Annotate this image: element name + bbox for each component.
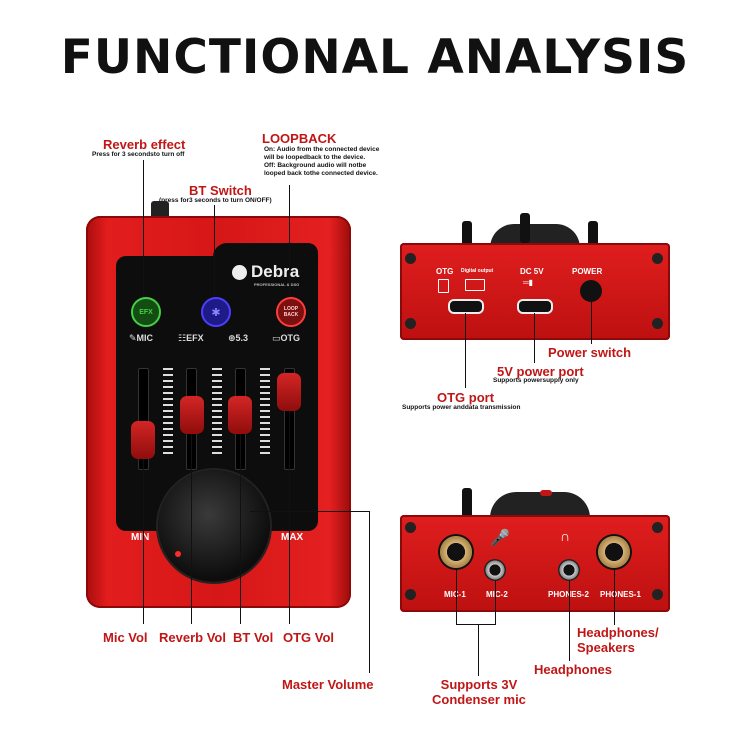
headphones-icon: ∩ — [560, 528, 571, 544]
knob-stem — [462, 488, 472, 518]
master-volume-knob[interactable] — [158, 470, 270, 582]
loopback-button[interactable]: LOOP BACK — [276, 297, 306, 327]
scale-ticks — [212, 368, 222, 458]
plug-icon: ═▮ — [523, 278, 534, 287]
screw-icon — [405, 253, 416, 264]
scale-ticks — [163, 368, 173, 458]
dc-usbc-port[interactable] — [517, 299, 553, 314]
leader-line — [591, 302, 592, 344]
mic-2-label: MIC-2 — [486, 590, 508, 599]
leader-line — [143, 160, 144, 297]
screw-icon — [405, 522, 416, 533]
bt-vol-label: BT Vol — [233, 630, 274, 645]
knob-stem — [462, 221, 472, 247]
channel-efx: ☷EFX — [178, 333, 204, 343]
reverb-vol-label: Reverb Vol — [159, 630, 226, 645]
leader-line — [214, 205, 215, 297]
efx-icon: ☷ — [178, 333, 187, 343]
mic-icon: ✎ — [129, 333, 137, 343]
power-5v-label: 5V power port — [497, 364, 584, 379]
reverb-effect-note: Press for 3 secondsto turn off — [92, 151, 185, 158]
channel-bt: ⊕5.3 — [228, 333, 249, 343]
power-led — [175, 551, 181, 557]
bt-switch-note: (press for3 seconds to turn ON/OFF) — [159, 197, 272, 204]
mic-vol-label: Mic Vol — [103, 630, 148, 645]
page-title: FUNCTIONAL ANALYSIS — [60, 30, 690, 85]
phones-2-jack[interactable] — [558, 559, 580, 581]
max-label: MAX — [281, 532, 304, 543]
mic-2-jack[interactable] — [484, 559, 506, 581]
laptop-icon — [465, 279, 485, 291]
otg-port-note: Supports power anddata transmission — [402, 404, 521, 411]
dc-label: DC 5V — [520, 267, 544, 276]
otg-port-sub: Digital output — [461, 268, 494, 274]
min-label: MIN — [131, 532, 150, 543]
screw-icon — [652, 522, 663, 533]
screw-icon — [652, 318, 663, 329]
back-top-panel — [400, 243, 670, 340]
leader-line — [478, 624, 479, 676]
bt-fader[interactable] — [228, 396, 252, 434]
screw-icon — [405, 589, 416, 600]
reverb-knob-top — [151, 201, 169, 217]
condenser-mic-label: Supports 3V Condenser mic — [432, 677, 526, 707]
mic-1-label: MIC-1 — [444, 590, 466, 599]
bluetooth-icon: ⊕ — [228, 333, 236, 343]
phones-1-jack[interactable] — [596, 534, 632, 570]
reverb-fader[interactable] — [180, 396, 204, 434]
otg-port-annotation: OTG port — [437, 390, 495, 405]
leader-line — [534, 313, 535, 363]
leader-line — [614, 570, 615, 625]
loopback-note: On: Audio from the connected device will… — [264, 146, 380, 177]
leader-line — [495, 581, 496, 625]
screw-icon — [652, 589, 663, 600]
channel-mic: ✎MIC — [129, 333, 154, 343]
reverb-effect-label: Reverb effect — [103, 137, 186, 152]
leader-line — [465, 313, 466, 388]
power-5v-note: Supports powersupply only — [493, 377, 579, 384]
brand-name: Debra — [251, 262, 300, 281]
phone-icon — [438, 279, 449, 293]
leader-line — [289, 411, 290, 624]
otg-port-label: OTG — [436, 267, 454, 276]
master-volume-label: Master Volume — [282, 677, 374, 692]
microphone-icon: 🎤 — [490, 530, 510, 547]
leader-line — [456, 624, 496, 625]
laptop-icon: ▭ — [272, 333, 281, 343]
leader-line — [369, 511, 370, 673]
knob-stem — [588, 221, 598, 247]
knob-marker — [540, 490, 552, 496]
leader-line — [289, 185, 290, 297]
bt-button[interactable]: ✱ — [201, 297, 231, 327]
leader-line — [569, 581, 570, 661]
channel-otg: ▭OTG — [272, 333, 301, 343]
phones-1-label: PHONES-1 — [600, 590, 641, 599]
knob-profile — [490, 492, 590, 518]
otg-fader[interactable] — [277, 373, 301, 411]
scale-ticks — [260, 368, 270, 458]
leader-line — [240, 434, 241, 624]
brand-sub: PROFESSIONAL & DSG — [254, 282, 300, 287]
otg-usbc-port[interactable] — [448, 299, 484, 314]
headphones-label: Headphones — [534, 662, 613, 677]
loopback-label: LOOPBACK — [262, 131, 337, 146]
leader-line — [143, 459, 144, 624]
power-switch[interactable] — [580, 280, 602, 302]
bt-switch-label: BT Switch — [189, 183, 252, 198]
efx-button[interactable]: EFX — [131, 297, 161, 327]
debra-logo-icon — [232, 265, 247, 280]
leader-line — [191, 434, 192, 624]
screw-icon — [652, 253, 663, 264]
mic-1-jack[interactable] — [438, 534, 474, 570]
knob-stem — [520, 213, 530, 243]
leader-line — [250, 511, 370, 512]
mic-fader[interactable] — [131, 421, 155, 459]
screw-icon — [405, 318, 416, 329]
leader-line — [456, 570, 457, 625]
headphones-speakers-label: Headphones/ Speakers — [577, 625, 659, 655]
phones-2-label: PHONES-2 — [548, 590, 589, 599]
power-label: POWER — [572, 267, 603, 276]
power-switch-label: Power switch — [548, 345, 632, 360]
otg-vol-label: OTG Vol — [283, 630, 335, 645]
